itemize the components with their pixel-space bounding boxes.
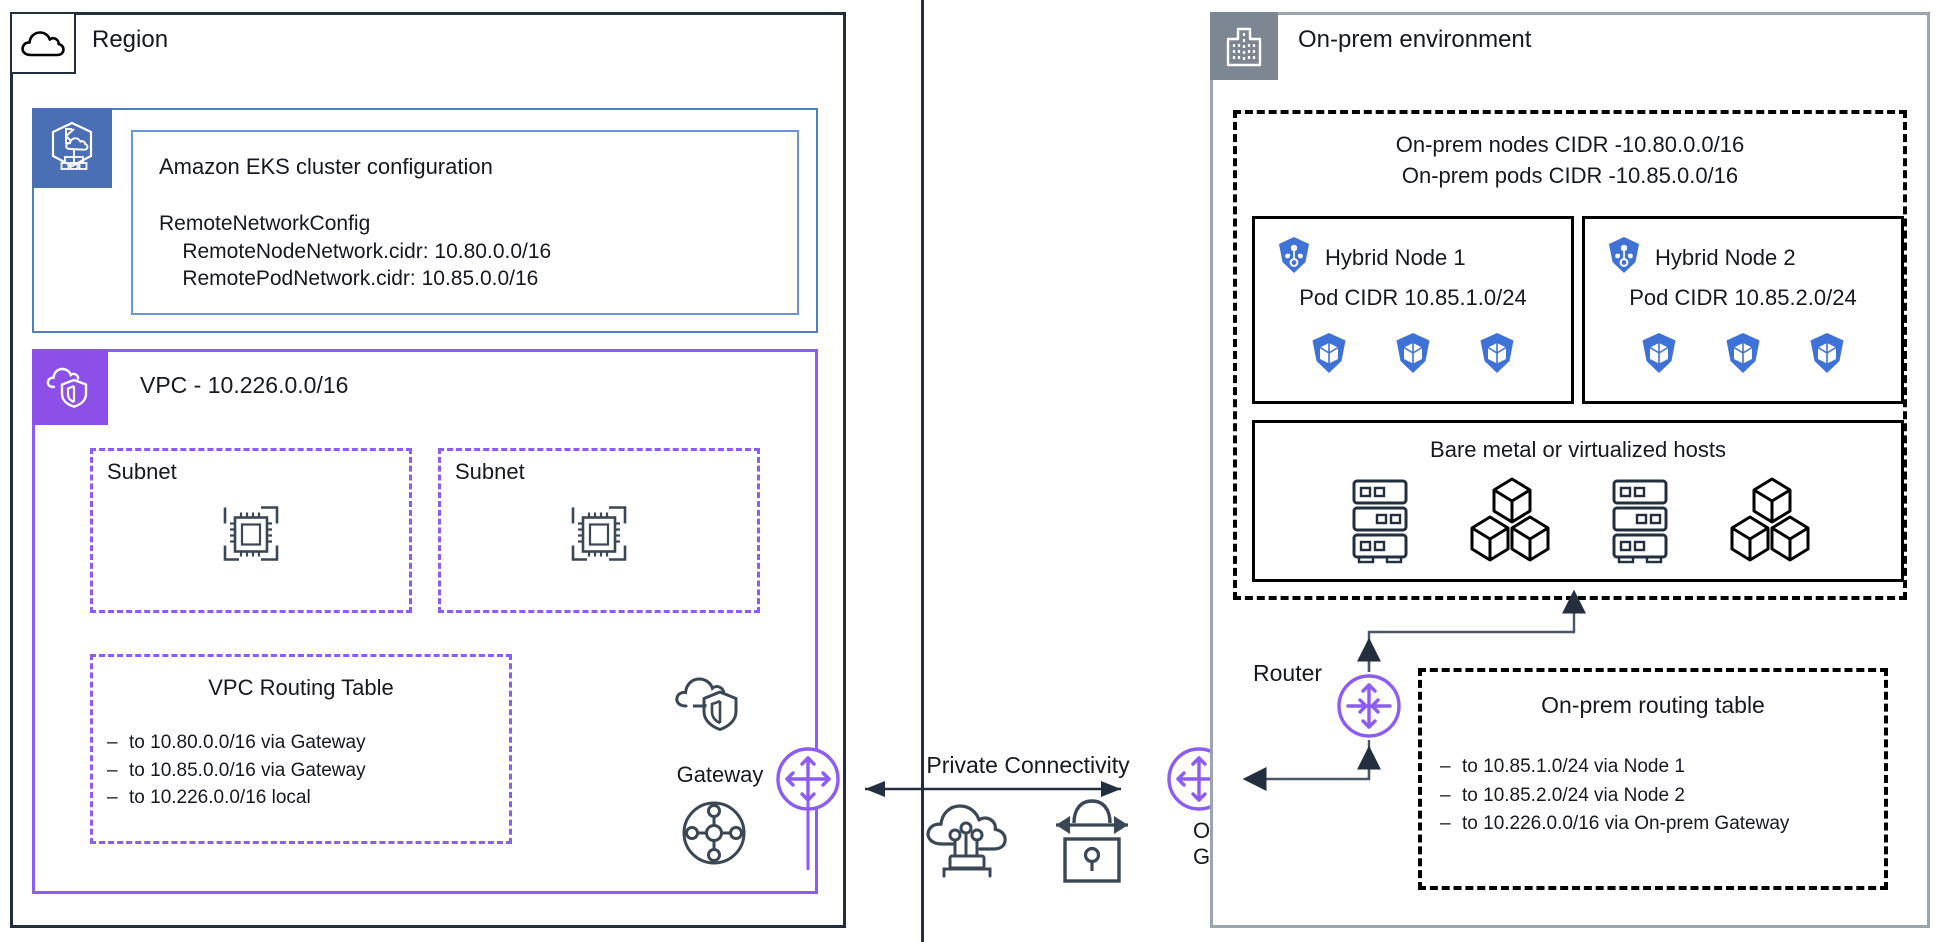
subnet-label: Subnet xyxy=(107,459,177,484)
vpc-shield-icon xyxy=(32,349,108,425)
vpc-route-item: to 10.85.0.0/16 via Gateway xyxy=(107,757,509,785)
bare-metal-hosts-box: Bare metal or virtualized hosts xyxy=(1252,420,1904,582)
network-hub-icon xyxy=(681,800,747,866)
subnet-label: Subnet xyxy=(455,459,525,484)
vpn-lock-icon xyxy=(1048,795,1136,887)
kubernetes-pod-icon xyxy=(1476,331,1518,380)
eks-cluster-icon xyxy=(32,108,112,188)
router-node-icon xyxy=(1335,672,1403,740)
gateway-label: Gateway xyxy=(676,762,764,787)
pod-icon-row xyxy=(1255,331,1571,380)
onprem-route-item: to 10.226.0.0/16 via On-prem Gateway xyxy=(1440,810,1884,839)
ec2-instances-icon xyxy=(563,501,635,572)
eks-config-title: RemoteNetworkConfig xyxy=(159,212,371,235)
gateway-node-icon xyxy=(774,745,842,813)
onprem-route-list: to 10.85.1.0/24 via Node 1 to 10.85.2.0/… xyxy=(1422,753,1884,839)
region-title: Region xyxy=(92,26,169,53)
bidirectional-arrow-icon xyxy=(845,778,1141,800)
cloud-shield-icon xyxy=(672,670,750,738)
eks-config-pod-cidr: RemotePodNetwork.cidr: 10.85.0.0/16 xyxy=(159,267,539,291)
kubernetes-pod-icon xyxy=(1806,331,1848,380)
subnet-box-2: Subnet xyxy=(438,448,760,613)
direct-connect-cloud-icon xyxy=(918,802,1014,884)
onprem-routing-table: On-prem routing table to 10.85.1.0/24 vi… xyxy=(1418,668,1888,890)
region-onprem-divider xyxy=(921,0,924,942)
onprem-route-item: to 10.85.2.0/24 via Node 2 xyxy=(1440,782,1884,811)
router-label: Router xyxy=(1253,660,1323,686)
vpc-route-item: to 10.80.0.0/16 via Gateway xyxy=(107,729,509,757)
hybrid-node-header: Hybrid Node 2 xyxy=(1605,235,1796,280)
cubes-icon xyxy=(1468,475,1552,570)
bare-metal-hosts-title: Bare metal or virtualized hosts xyxy=(1430,437,1726,462)
vpc-routing-table-title: VPC Routing Table xyxy=(208,675,394,700)
hybrid-node-pod-cidr: Pod CIDR 10.85.1.0/24 xyxy=(1299,285,1527,310)
vpc-routing-table: VPC Routing Table to 10.80.0.0/16 via Ga… xyxy=(90,654,512,844)
onprem-route-item: to 10.85.1.0/24 via Node 1 xyxy=(1440,753,1884,782)
vpc-route-list: to 10.80.0.0/16 via Gateway to 10.85.0.0… xyxy=(93,729,509,812)
pod-icon-row xyxy=(1585,331,1901,380)
building-icon xyxy=(1210,12,1278,80)
eks-config-node-cidr: RemoteNodeNetwork.cidr: 10.80.0.0/16 xyxy=(159,239,552,263)
onprem-nodes-cidr: On-prem nodes CIDR -10.80.0.0/16 xyxy=(1395,132,1745,157)
eks-config-inner-box: Amazon EKS cluster configuration RemoteN… xyxy=(131,130,799,315)
onprem-environment-title: On-prem environment xyxy=(1298,26,1532,53)
hybrid-node-box-2: Hybrid Node 2 Pod CIDR 10.85.2.0/24 xyxy=(1582,216,1904,404)
hybrid-node-box-1: Hybrid Node 1 Pod CIDR 10.85.1.0/24 xyxy=(1252,216,1574,404)
bare-metal-hosts-icon-row xyxy=(1255,475,1901,570)
onprem-cidr-text: On-prem nodes CIDR -10.80.0.0/16 On-prem… xyxy=(1233,130,1907,192)
kubernetes-pod-icon xyxy=(1722,331,1764,380)
cloud-icon xyxy=(10,12,76,74)
private-connectivity-label: Private Connectivity xyxy=(926,752,1130,778)
kubernetes-pod-icon xyxy=(1308,331,1350,380)
hybrid-node-header: Hybrid Node 1 xyxy=(1275,235,1466,280)
kubernetes-node-icon xyxy=(1275,235,1313,280)
vpc-title: VPC - 10.226.0.0/16 xyxy=(140,372,349,398)
onprem-routing-table-title: On-prem routing table xyxy=(1541,692,1765,718)
server-rack-icon xyxy=(1344,475,1416,570)
subnet-box-1: Subnet xyxy=(90,448,412,613)
vpc-route-item: to 10.226.0.0/16 local xyxy=(107,784,509,812)
onprem-pods-cidr: On-prem pods CIDR -10.85.0.0/16 xyxy=(1401,162,1739,188)
kubernetes-pod-icon xyxy=(1638,331,1680,380)
hybrid-node-name: Hybrid Node 1 xyxy=(1325,244,1466,270)
cubes-icon xyxy=(1728,475,1812,570)
server-rack-icon xyxy=(1604,475,1676,570)
eks-config-heading: Amazon EKS cluster configuration xyxy=(159,154,493,179)
ec2-instances-icon xyxy=(215,501,287,572)
hybrid-node-name: Hybrid Node 2 xyxy=(1655,244,1796,270)
kubernetes-node-icon xyxy=(1605,235,1643,280)
kubernetes-pod-icon xyxy=(1392,331,1434,380)
hybrid-node-pod-cidr: Pod CIDR 10.85.2.0/24 xyxy=(1629,285,1857,310)
